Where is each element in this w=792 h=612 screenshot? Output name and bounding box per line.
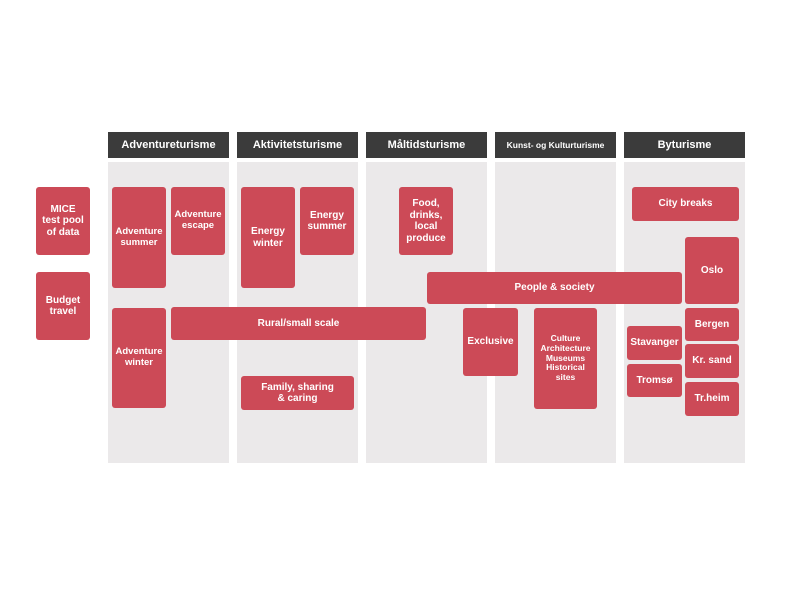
kr-sand-box: Kr. sand: [685, 344, 739, 378]
tromso-box: Tromsø: [627, 364, 682, 397]
column-header-aktivitetsturisme: Aktivitetsturisme: [237, 132, 358, 158]
energy-summer-box: Energy summer: [300, 187, 354, 255]
food-drinks-box: Food, drinks, local produce: [399, 187, 453, 255]
oslo-box: Oslo: [685, 237, 739, 304]
column-header-byturisme: Byturisme: [624, 132, 745, 158]
column-header-kunst-kulturturisme: Kunst- og Kulturturisme: [495, 132, 616, 158]
bergen-box: Bergen: [685, 308, 739, 341]
adventure-summer-box: Adventure summer: [112, 187, 166, 288]
people-society-box: People & society: [427, 272, 682, 304]
tr-heim-box: Tr.heim: [685, 382, 739, 416]
city-breaks-box: City breaks: [632, 187, 739, 221]
culture-box: Culture Architecture Museums Historical …: [534, 308, 597, 409]
rural-small-scale-box: Rural/small scale: [171, 307, 426, 340]
family-sharing-caring-box: Family, sharing & caring: [241, 376, 354, 410]
adventure-escape-box: Adventure escape: [171, 187, 225, 255]
exclusive-box: Exclusive: [463, 308, 518, 376]
mice-box: MICE test pool of data: [36, 187, 90, 255]
column-header-maltidsturisme: Måltidsturisme: [366, 132, 487, 158]
energy-winter-box: Energy winter: [241, 187, 295, 288]
column-header-adventureturisme: Adventureturisme: [108, 132, 229, 158]
adventure-winter-box: Adventure winter: [112, 308, 166, 408]
budget-travel-box: Budget travel: [36, 272, 90, 340]
stavanger-box: Stavanger: [627, 326, 682, 360]
